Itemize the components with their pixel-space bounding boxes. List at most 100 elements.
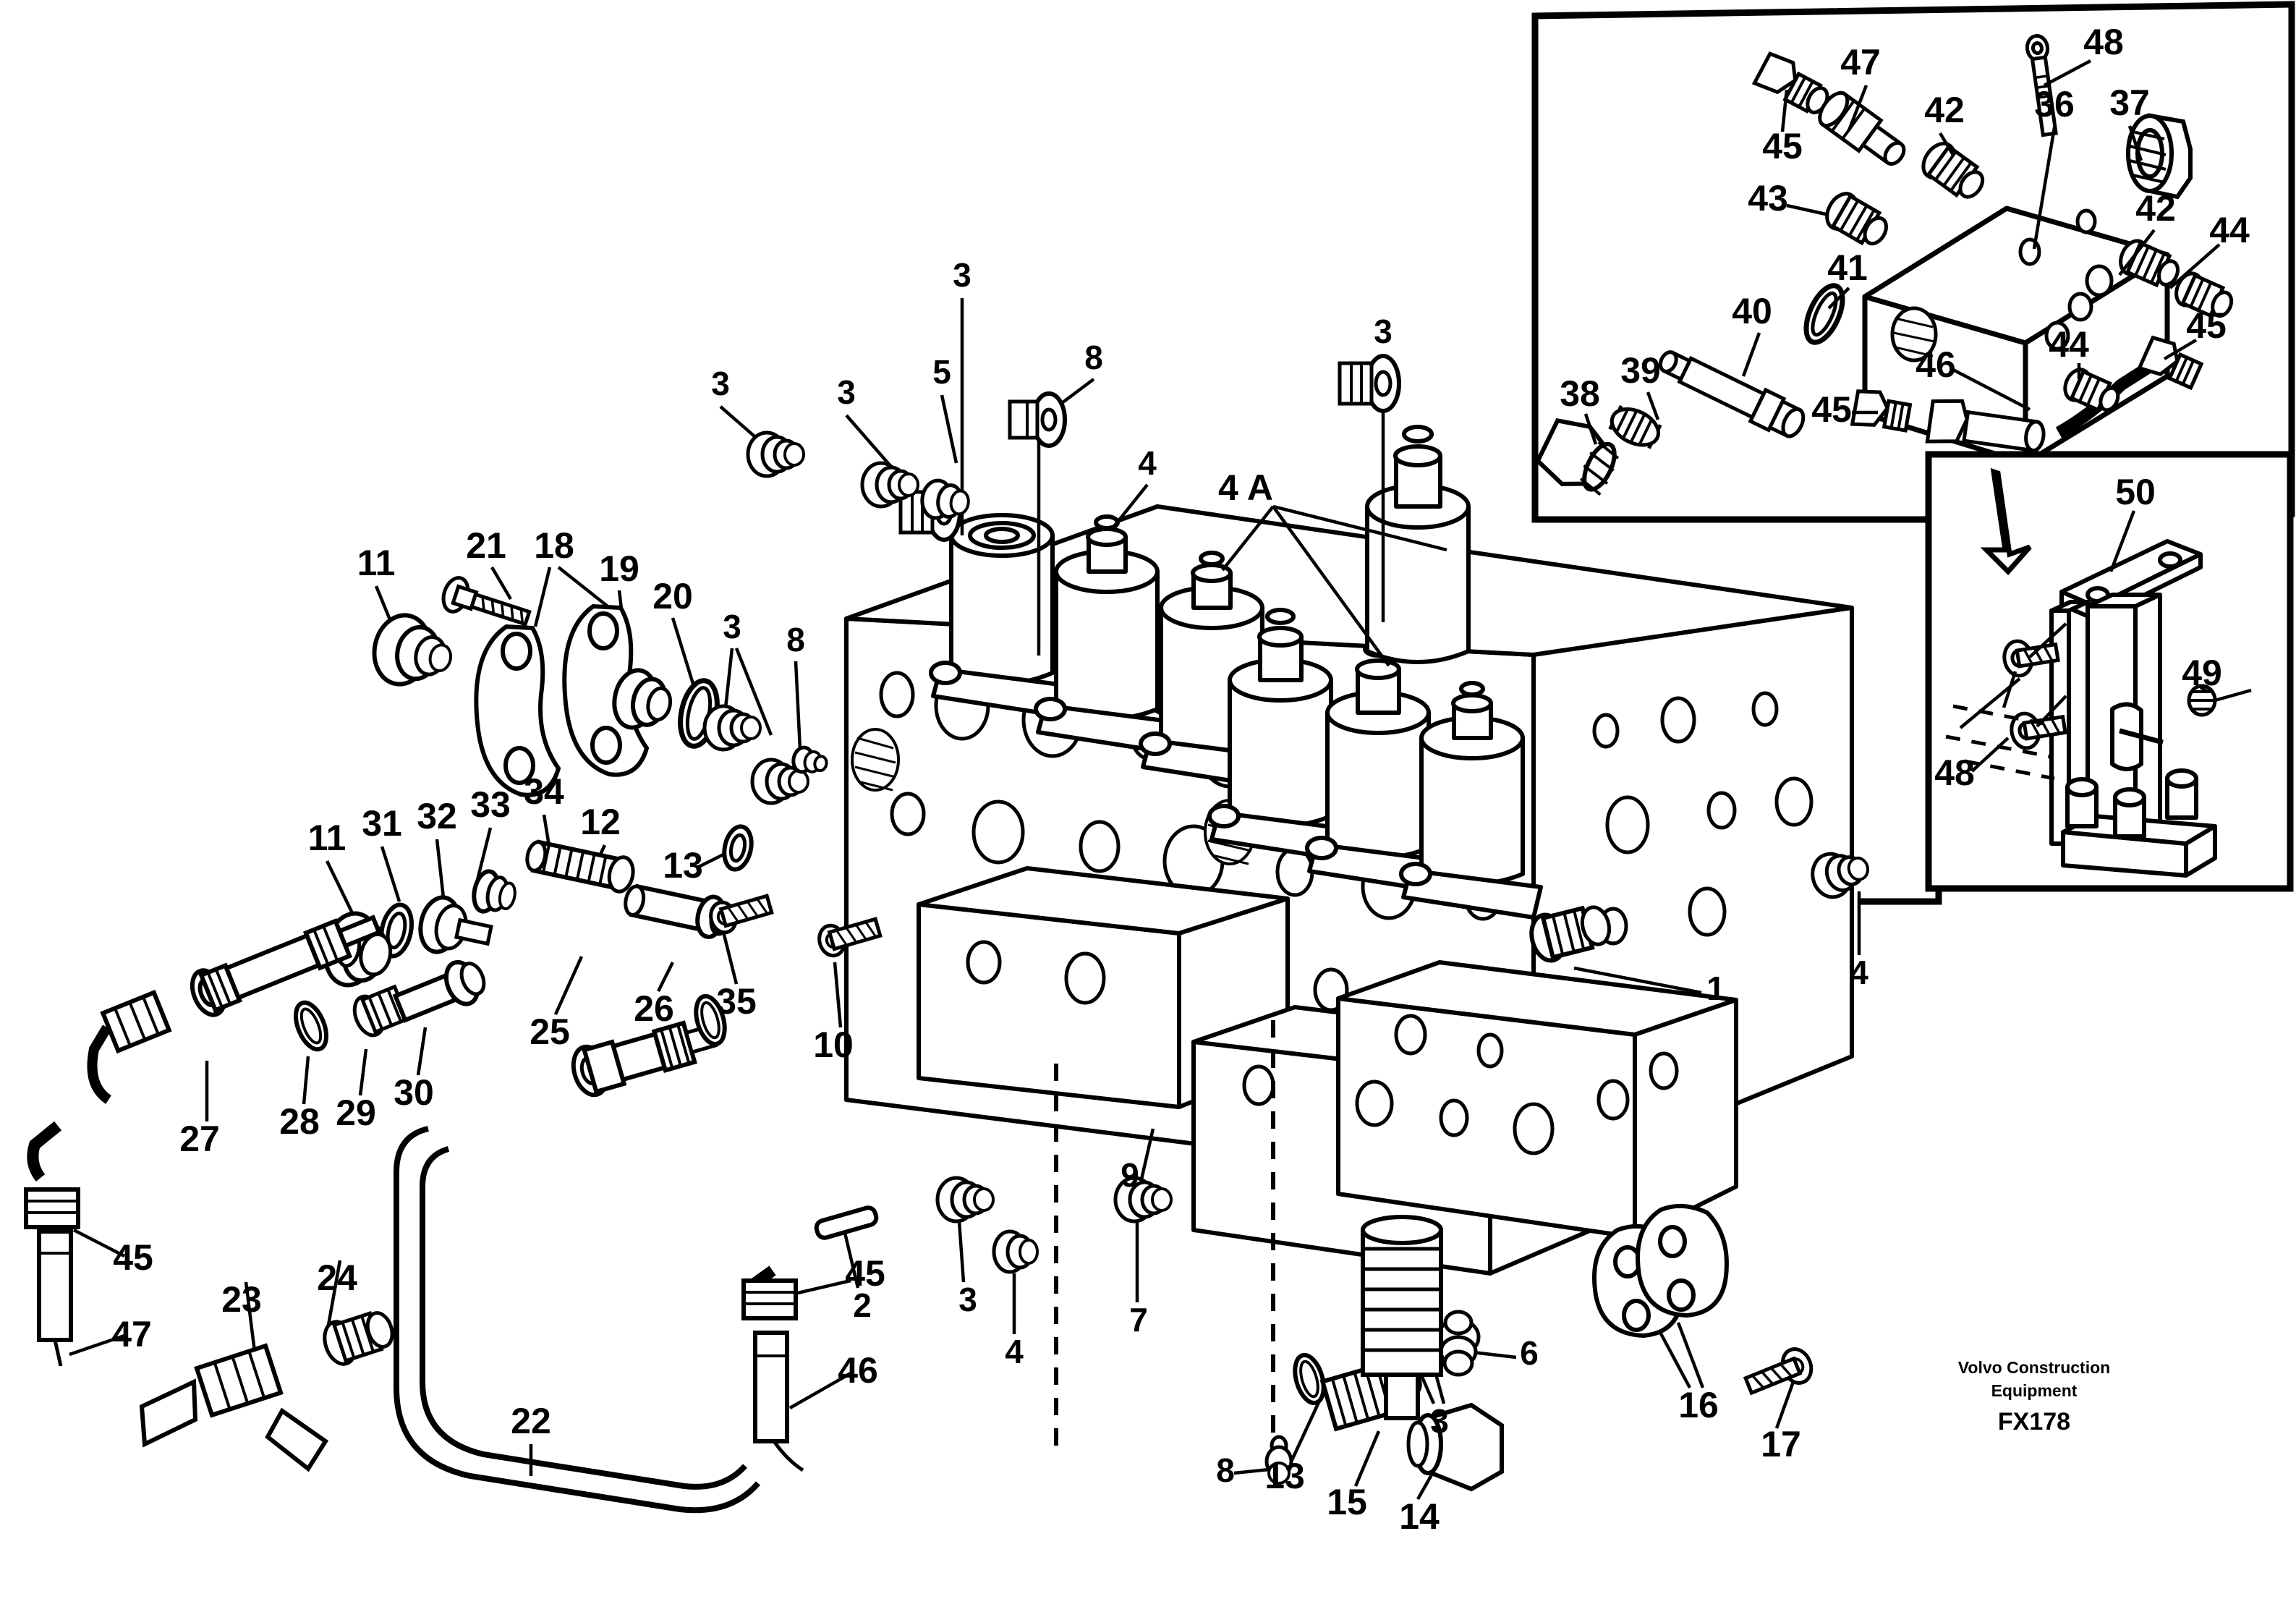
part-45-elbow-center [741,1265,798,1321]
part-47-fitting-left [37,1229,73,1367]
lower-manifold-ports [966,940,1679,1155]
part-46-tube-center [753,1331,804,1472]
callout-3: 3 [1430,1402,1449,1440]
callout-42: 42 [2135,188,2176,229]
part-8-screw-left [791,745,828,774]
callout-44: 44 [2209,210,2250,250]
inset-part-42-fitting-top [1921,141,1985,199]
callout-47: 47 [111,1314,152,1354]
part-19-spacer [612,668,673,730]
solenoid-1 [929,513,1073,718]
callout-46: 46 [1916,344,1956,385]
part-6-plug [1436,1310,1481,1377]
inset-part-37-bushing [2126,113,2193,200]
part-30-plug [392,959,486,1023]
callout-11: 11 [308,818,346,858]
callout-45: 45 [2186,305,2227,346]
part-13-washer-left [722,824,754,872]
brand-line-2: Equipment [1991,1381,2078,1400]
part-4-plug-bottom [992,1229,1039,1274]
part-17-capscrew [1743,1347,1814,1396]
brand-line-1: Volvo Construction [1958,1358,2110,1377]
callout-44: 44 [2049,324,2089,365]
part-1-port-fitting [1529,905,1612,963]
callout-49: 49 [2182,653,2222,693]
callout-46: 46 [838,1350,878,1391]
callout-34: 34 [524,771,564,812]
callout-12: 12 [580,802,621,842]
inset-part-40-spool [1658,350,1806,438]
inset-part-46-tube [1925,359,2156,453]
part-25-coupling [571,1020,718,1098]
brand-code: FX178 [1998,1408,2070,1435]
inset-part-45-fitting-low [2137,335,2204,391]
callout-6: 6 [1520,1334,1539,1372]
callout-38: 38 [1560,373,1600,414]
callout-33: 33 [470,784,511,825]
part-32-seat [418,895,493,954]
callout-27: 27 [179,1119,220,1159]
callout-4A: 4 A [1218,467,1273,508]
callout-19: 19 [599,548,639,589]
part-22-hose [394,1126,761,1514]
solenoid-6 [1399,681,1543,920]
callout-47: 47 [1840,42,1881,82]
part-27-hose-assembly [87,915,382,1104]
callout-13: 13 [663,845,703,886]
callout-40: 40 [1732,291,1772,331]
part-14-hex-plug [1406,1402,1504,1492]
callout-39: 39 [1620,350,1661,391]
inset-part-48-screw [2025,34,2058,137]
callout-31: 31 [362,803,402,844]
part-24-fitting [323,1311,394,1366]
callout-32: 32 [417,796,457,836]
callout-41: 41 [1827,247,1868,288]
callout-45: 45 [1811,389,1852,430]
callout-50: 50 [2115,472,2156,512]
callout-45: 45 [845,1253,885,1294]
callout-29: 29 [336,1093,376,1133]
callout-3: 3 [1374,313,1393,350]
callout-5: 5 [932,353,951,391]
callout-3: 3 [953,256,971,294]
callout-14: 14 [1399,1496,1440,1537]
callout-11: 11 [357,543,396,583]
part-16-clamp-halves [1592,1203,1729,1339]
callout-8: 8 [786,621,805,658]
callout-48: 48 [1934,752,1975,793]
inset-part-39-spring [1608,404,1662,449]
part-23-tee-fitting [139,1343,329,1472]
inset-part-44-fitting-low [2063,368,2120,412]
callout-45: 45 [113,1237,153,1278]
callout-25: 25 [530,1011,570,1052]
callout-23: 23 [221,1279,262,1320]
direction-arrow-icon [1980,467,2032,576]
callout-10: 10 [813,1025,854,1065]
inset-part-44-fitting-right [2174,271,2234,318]
bracket-panel-leaders [1959,510,2252,773]
callout-35: 35 [716,981,757,1022]
part-bracket-base [2061,768,2217,878]
callout-30: 30 [394,1072,434,1113]
callout-37: 37 [2109,82,2150,123]
callout-43: 43 [1748,178,1788,219]
inset-part-45-elbow-low [1850,389,1913,433]
callout-4: 4 [1138,444,1157,482]
callout-28: 28 [279,1101,320,1142]
callout-1: 1 [1706,970,1725,1007]
callout-36: 36 [2034,84,2075,124]
inset-leader-lines [1583,59,2221,445]
part-2-roll-pin [814,1205,879,1240]
callout-13: 13 [1264,1456,1305,1496]
callout-9: 9 [1121,1156,1139,1194]
callout-18: 18 [534,525,574,566]
part-21-bolt [441,576,532,627]
callout-3: 3 [837,373,856,411]
bracket-hidden-lines [1945,704,2055,781]
callout-3: 3 [958,1281,977,1318]
callout-22: 22 [511,1401,551,1441]
assembly-guide-lines [1054,1020,1275,1462]
